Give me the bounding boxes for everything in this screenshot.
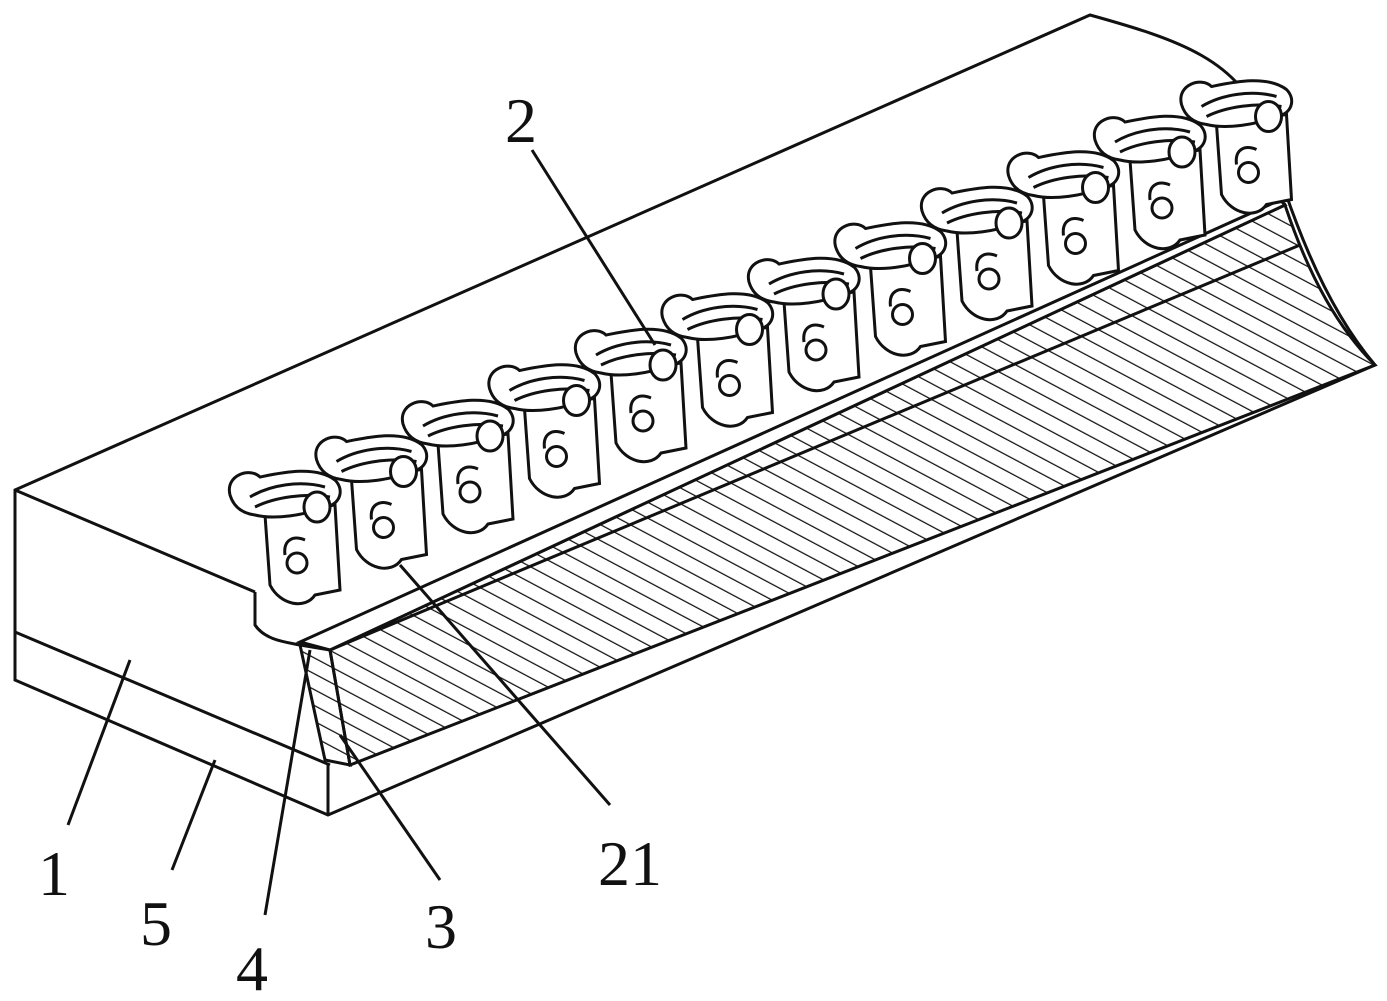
label-4: 4 <box>236 933 268 1001</box>
layer-divider <box>15 632 330 765</box>
leader-4 <box>265 650 310 915</box>
leader-1 <box>68 660 130 825</box>
label-3: 3 <box>425 891 457 962</box>
label-1: 1 <box>38 838 70 909</box>
zipper-tooth <box>229 471 340 603</box>
leader-5 <box>172 760 215 870</box>
label-21: 21 <box>598 828 662 899</box>
front-top-edge <box>15 490 255 592</box>
label-5: 5 <box>140 888 172 959</box>
leader-2 <box>532 150 655 345</box>
label-2: 2 <box>505 85 537 156</box>
leader-3 <box>340 735 440 880</box>
